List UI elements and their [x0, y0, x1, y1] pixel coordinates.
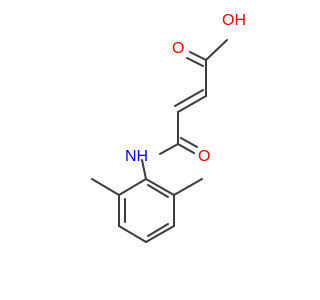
bond-c1-o-double-b	[186, 57, 204, 67]
bond-n-aryl	[141, 159, 147, 180]
carboxyl-hydroxyl-label: OH	[222, 12, 246, 29]
amide-oxygen-label: O	[198, 148, 210, 165]
carboxyl-oxygen-label: O	[172, 40, 184, 57]
structure-diagram: OH O O NH	[91, 12, 246, 243]
ring-bond-1	[118, 178, 147, 196]
bond-c1-oh	[205, 39, 228, 61]
ring-bond-4	[145, 225, 175, 243]
ring-double-3	[147, 184, 169, 198]
bond-c4-n	[159, 143, 179, 155]
bond-c4-o-double-a	[177, 143, 195, 154]
bond-c4-o-double-b	[180, 137, 198, 148]
ring-double-2	[147, 223, 169, 237]
methyl-right	[173, 178, 203, 196]
bond-c1-o-double-a	[189, 51, 207, 61]
atom-labels: OH O O NH	[125, 12, 246, 165]
methyl-left	[91, 178, 120, 196]
bonds	[91, 39, 228, 243]
molecule-canvas: OH O O NH	[91, 12, 246, 243]
bond-c2-c3-double-b	[174, 89, 204, 107]
ring-bond-3	[118, 225, 147, 243]
ring-bond-6	[145, 178, 175, 196]
amide-nh-label: NH	[125, 148, 148, 165]
bond-c2-c3-double-a	[177, 95, 207, 113]
